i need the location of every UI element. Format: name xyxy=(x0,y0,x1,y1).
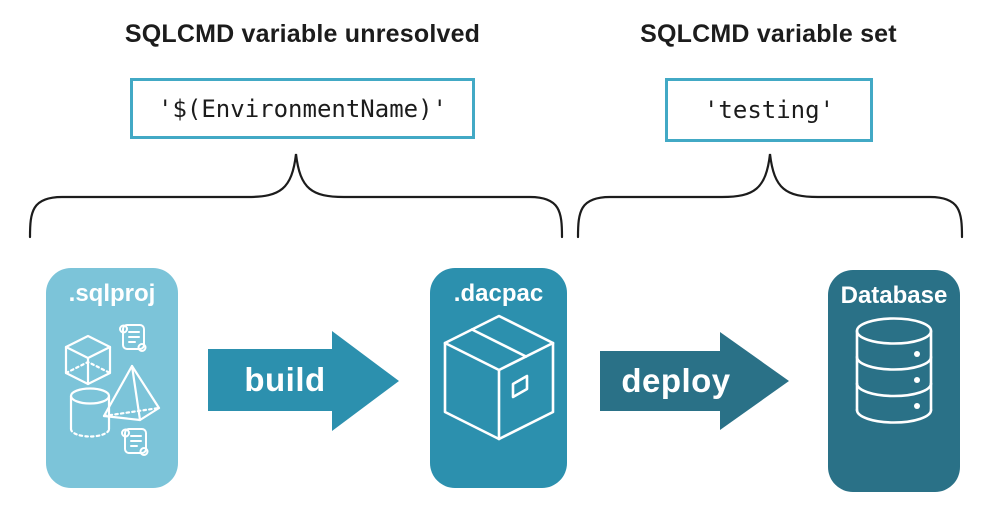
deploy-arrow-label: deploy xyxy=(621,362,731,399)
script-icon xyxy=(121,428,149,456)
cylinder-icon xyxy=(69,387,111,438)
sqlproj-card: .sqlproj xyxy=(46,268,178,488)
left-brace-icon xyxy=(28,153,564,239)
database-card-label: Database xyxy=(840,282,948,309)
package-icon xyxy=(443,314,554,441)
unresolved-value-box: '$(EnvironmentName)' xyxy=(130,78,475,139)
unresolved-title: SQLCMD variable unresolved xyxy=(124,20,481,48)
cube-icon xyxy=(64,334,112,386)
database-card: Database xyxy=(828,270,960,492)
deploy-arrow-right-icon xyxy=(600,332,789,430)
right-brace-icon xyxy=(576,153,964,239)
database-cylinder-icon xyxy=(855,317,933,424)
set-title: SQLCMD variable set xyxy=(640,20,897,48)
set-value-box: 'testing' xyxy=(665,78,873,142)
sql-objects-icon xyxy=(64,324,161,456)
unresolved-value: '$(EnvironmentName)' xyxy=(158,94,447,123)
build-arrow-right-icon xyxy=(208,331,399,431)
dacpac-card: .dacpac xyxy=(430,268,567,488)
script-icon xyxy=(119,324,147,352)
pyramid-icon xyxy=(102,364,161,422)
set-value: 'testing' xyxy=(703,96,835,124)
build-arrow-label: build xyxy=(244,361,326,398)
dacpac-card-label: .dacpac xyxy=(453,280,544,307)
sqlproj-card-label: .sqlproj xyxy=(68,280,156,307)
